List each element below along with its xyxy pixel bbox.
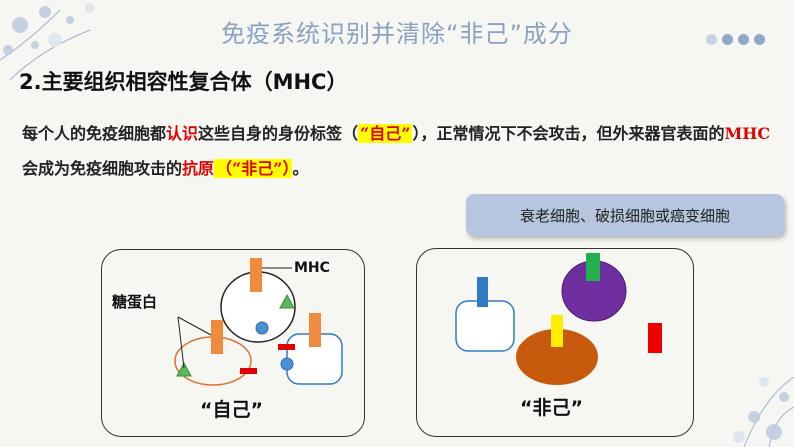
dot-indicator <box>706 34 717 45</box>
highlight-nonself: （“非己”） <box>214 159 293 178</box>
self-cell-right <box>278 313 343 385</box>
self-cell-left <box>174 320 257 386</box>
dot-indicator <box>722 34 733 45</box>
keyword-antigen: 抗原 <box>182 159 215 178</box>
dot-indicator <box>738 34 749 45</box>
nonself-marker-red <box>648 323 662 353</box>
text-segment: ），正常情况下不会攻击，但外来器官表面的 <box>412 124 725 143</box>
label-glycoprotein: 糖蛋白 <box>112 293 158 311</box>
highlight-self: “自己” <box>358 124 413 143</box>
nonself-cell-brown <box>516 315 598 385</box>
keyword-mhc: MHC <box>724 124 771 143</box>
label-mhc: MHC <box>294 260 330 276</box>
note-callout: 衰老细胞、破损细胞或癌变细胞 <box>466 194 784 236</box>
page-title: 免疫系统识别并清除“非己”成分 <box>221 20 573 48</box>
keyword-recognize: 认识 <box>166 124 199 143</box>
self-cell-top <box>220 258 296 343</box>
nonself-cell-white <box>455 277 515 352</box>
nonself-cells-panel <box>416 248 694 437</box>
self-cells-panel <box>101 249 365 437</box>
nonself-cell-purple <box>561 253 627 322</box>
text-segment: 每个人的免疫细胞都 <box>22 124 167 143</box>
caption-self: “自己” <box>200 399 263 421</box>
text-segment: 。 <box>292 159 309 178</box>
text-segment: 这些自身的身份标签（ <box>198 124 359 143</box>
caption-nonself: “非己” <box>520 397 583 419</box>
dot-indicator <box>754 34 765 45</box>
body-paragraph: 每个人的免疫细胞都认识这些自身的身份标签（“自己”），正常情况下不会攻击，但外来… <box>22 116 782 186</box>
pagination-dots <box>706 34 765 45</box>
text-segment: 会成为免疫细胞攻击的 <box>22 159 183 178</box>
section-heading: 2.主要组织相容性复合体（MHC） <box>19 70 348 94</box>
